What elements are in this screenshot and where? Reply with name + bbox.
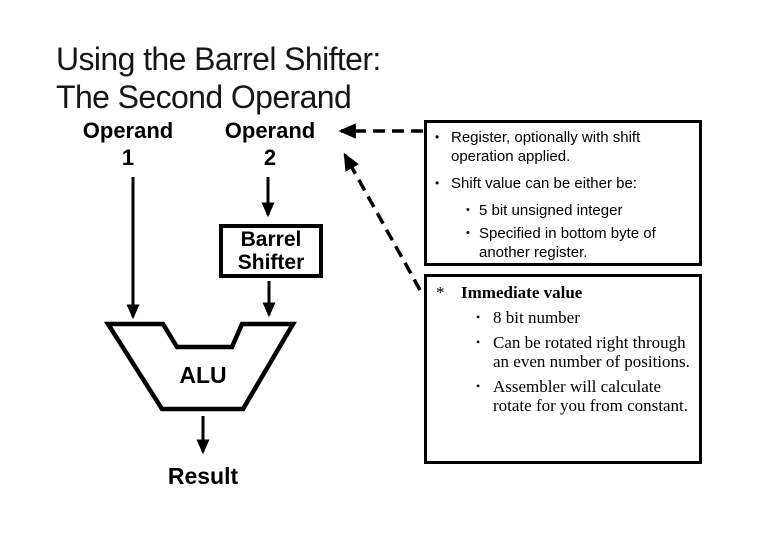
operand2-label: Operand 2	[220, 117, 320, 171]
bullet-icon: •	[466, 204, 470, 216]
asterisk-marker: *	[436, 283, 445, 302]
bullet-icon: •	[435, 130, 440, 144]
immediate-bullet-2-text: Can be rotated right through an even num…	[493, 333, 690, 371]
register-bullet-2-text: Shift value can be either be:	[451, 175, 637, 192]
register-bullet-1-text: Register, optionally with shift operatio…	[451, 129, 641, 165]
immediate-bullet-2: • Can be rotated right through an even n…	[476, 333, 695, 371]
operand1-number: 1	[121, 145, 135, 170]
bullet-icon: •	[476, 310, 481, 324]
register-sub-bullet-1: • 5 bit unsigned integer	[466, 201, 694, 220]
result-label: Result	[167, 463, 239, 489]
operand1-label: Operand 1	[78, 117, 178, 171]
barrel-shifter-box: Barrel Shifter	[219, 224, 323, 278]
operand2-text: Operand	[224, 118, 316, 143]
bullet-icon: •	[476, 379, 481, 393]
dashed-arrow-immediate-to-operand2	[343, 152, 422, 291]
register-bullet-2: • Shift value can be either be:	[435, 174, 694, 193]
register-sub-bullet-1-text: 5 bit unsigned integer	[479, 202, 623, 219]
immediate-heading-row: * Immediate value	[436, 283, 695, 302]
immediate-bullet-1-text: 8 bit number	[493, 308, 580, 327]
register-sub-bullet-2-text: Specified in bottom byte of another regi…	[479, 225, 656, 261]
operand2-number: 2	[263, 145, 277, 170]
bullet-icon: •	[435, 176, 440, 190]
alu-label: ALU	[179, 362, 227, 388]
register-note-box: • Register, optionally with shift operat…	[424, 120, 702, 266]
register-sub-bullet-2: • Specified in bottom byte of another re…	[466, 224, 694, 262]
immediate-note-box: * Immediate value • 8 bit number • Can b…	[424, 274, 702, 464]
slide-title: Using the Barrel Shifter: The Second Ope…	[56, 41, 381, 115]
bullet-icon: •	[476, 335, 481, 349]
immediate-bullet-3-text: Assembler will calculate rotate for you …	[493, 377, 688, 415]
barrel-shifter-label: Barrel Shifter	[237, 228, 305, 274]
bullet-icon: •	[466, 227, 470, 239]
immediate-bullet-3: • Assembler will calculate rotate for yo…	[476, 377, 695, 415]
register-bullet-1: • Register, optionally with shift operat…	[435, 128, 694, 166]
immediate-bullet-1: • 8 bit number	[476, 308, 695, 327]
operand1-text: Operand	[82, 118, 174, 143]
immediate-heading: Immediate value	[461, 283, 583, 302]
